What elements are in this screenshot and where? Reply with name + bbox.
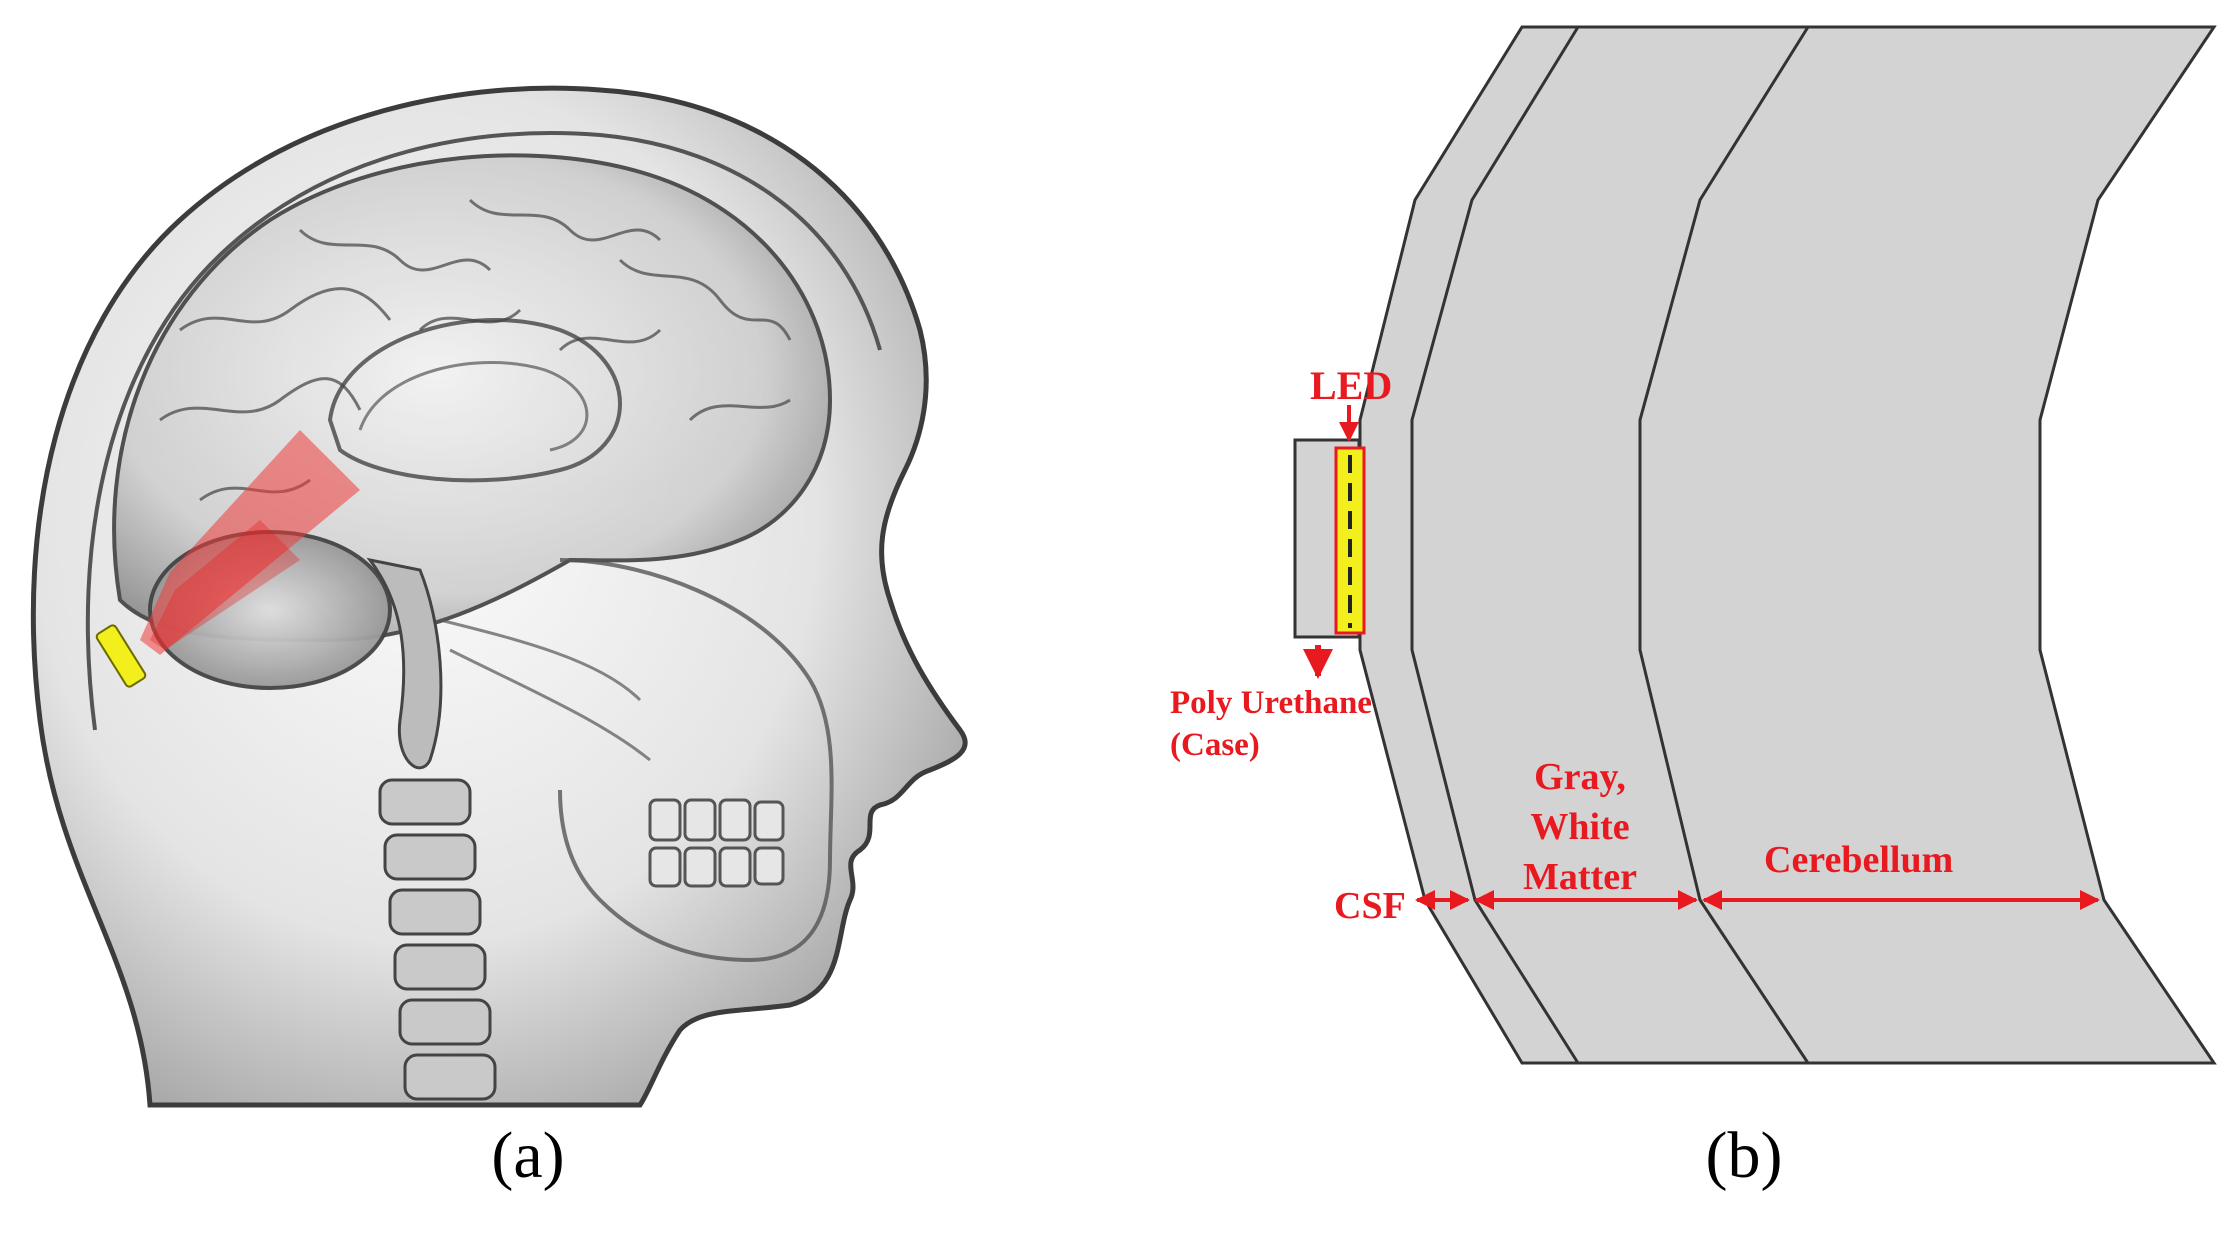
light-beam bbox=[140, 430, 360, 655]
light-beam-core bbox=[150, 520, 300, 650]
boundary-csf-matter bbox=[1410, 26, 1580, 1064]
label-csf: CSF bbox=[1334, 885, 1406, 927]
limbic-structures bbox=[327, 318, 622, 483]
label-polyurethane-case: Poly Urethane (Case) bbox=[1170, 682, 1372, 766]
label-case-line1: Poly Urethane bbox=[1170, 685, 1372, 721]
scalp-inner-outline bbox=[85, 130, 882, 731]
panel-a-caption: (a) bbox=[491, 1119, 565, 1192]
boundary-matter-cerebellum bbox=[1638, 26, 1810, 1064]
panel-b-tissue-model bbox=[1293, 25, 2217, 1065]
implanted-led bbox=[95, 624, 147, 688]
cervical-spine bbox=[378, 778, 497, 1101]
label-cerebellum: Cerebellum bbox=[1764, 839, 1954, 881]
label-matter-line2: White bbox=[1530, 806, 1630, 848]
brainstem bbox=[366, 557, 443, 770]
teeth bbox=[648, 798, 785, 888]
label-led: LED bbox=[1310, 363, 1393, 408]
panel-b-caption: (b) bbox=[1705, 1119, 1783, 1192]
panel-a-head-illustration bbox=[30, 85, 968, 1108]
tissue-region bbox=[1358, 25, 2217, 1065]
label-case-line2: (Case) bbox=[1170, 727, 1260, 763]
label-matter-line3: Matter bbox=[1523, 856, 1637, 898]
skull-jaw bbox=[558, 558, 834, 963]
label-matter-line1: Gray, bbox=[1534, 756, 1626, 798]
label-gray-white-matter: Gray, White Matter bbox=[1480, 752, 1680, 902]
